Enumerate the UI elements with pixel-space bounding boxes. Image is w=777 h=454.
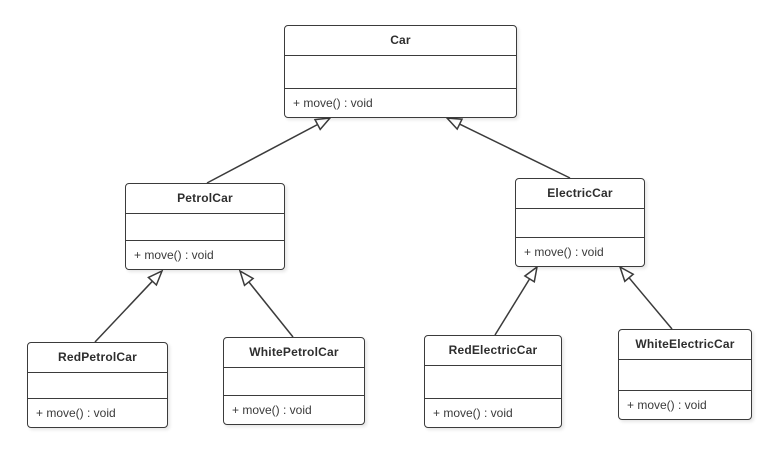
class-name: WhitePetrolCar: [249, 345, 339, 359]
class-name: PetrolCar: [177, 191, 233, 205]
class-attributes-compartment: [285, 55, 516, 88]
class-method: + move() : void: [224, 395, 364, 424]
class-box-car: Car + move() : void: [284, 25, 517, 118]
generalization-redpetrolcar-to-petrolcar: [94, 269, 164, 343]
inheritance-arrowhead-icon: [147, 269, 164, 287]
class-box-redpetrolcar: RedPetrolCar + move() : void: [27, 342, 168, 428]
class-attributes-compartment: [425, 365, 561, 398]
generalization-whitepetrolcar-to-petrolcar: [238, 269, 294, 338]
class-box-whitepetrolcar: WhitePetrolCar + move() : void: [223, 337, 365, 425]
inheritance-arrowhead-icon: [618, 265, 635, 283]
generalization-redelectriccar-to-electriccar: [494, 265, 539, 336]
class-name: RedPetrolCar: [57, 350, 138, 364]
class-box-electriccar: ElectricCar + move() : void: [515, 178, 645, 267]
generalization-electriccar-to-car: [445, 117, 571, 179]
class-attributes-compartment: [126, 213, 284, 240]
class-name: RedElectricCar: [448, 343, 538, 357]
inheritance-arrowhead-icon: [238, 269, 255, 287]
generalization-petrolcar-to-car: [206, 117, 332, 184]
class-name: Car: [390, 33, 411, 47]
class-name: WhiteElectricCar: [635, 337, 735, 351]
generalization-whiteelectriccar-to-electriccar: [618, 265, 673, 330]
class-method: + move() : void: [619, 390, 751, 419]
class-method: + move() : void: [516, 237, 644, 266]
inheritance-arrowhead-icon: [445, 117, 464, 131]
class-attributes-compartment: [516, 208, 644, 237]
class-box-redelectriccar: RedElectricCar + move() : void: [424, 335, 562, 428]
class-attributes-compartment: [28, 372, 167, 398]
class-attributes-compartment: [619, 359, 751, 390]
class-method: + move() : void: [28, 398, 167, 427]
class-attributes-compartment: [224, 367, 364, 395]
class-name: ElectricCar: [547, 186, 613, 200]
class-box-petrolcar: PetrolCar + move() : void: [125, 183, 285, 270]
class-method: + move() : void: [285, 88, 516, 117]
class-method: + move() : void: [425, 398, 561, 427]
inheritance-arrowhead-icon: [523, 265, 539, 284]
class-box-whiteelectriccar: WhiteElectricCar + move() : void: [618, 329, 752, 420]
inheritance-arrowhead-icon: [313, 117, 332, 131]
class-method: + move() : void: [126, 240, 284, 269]
